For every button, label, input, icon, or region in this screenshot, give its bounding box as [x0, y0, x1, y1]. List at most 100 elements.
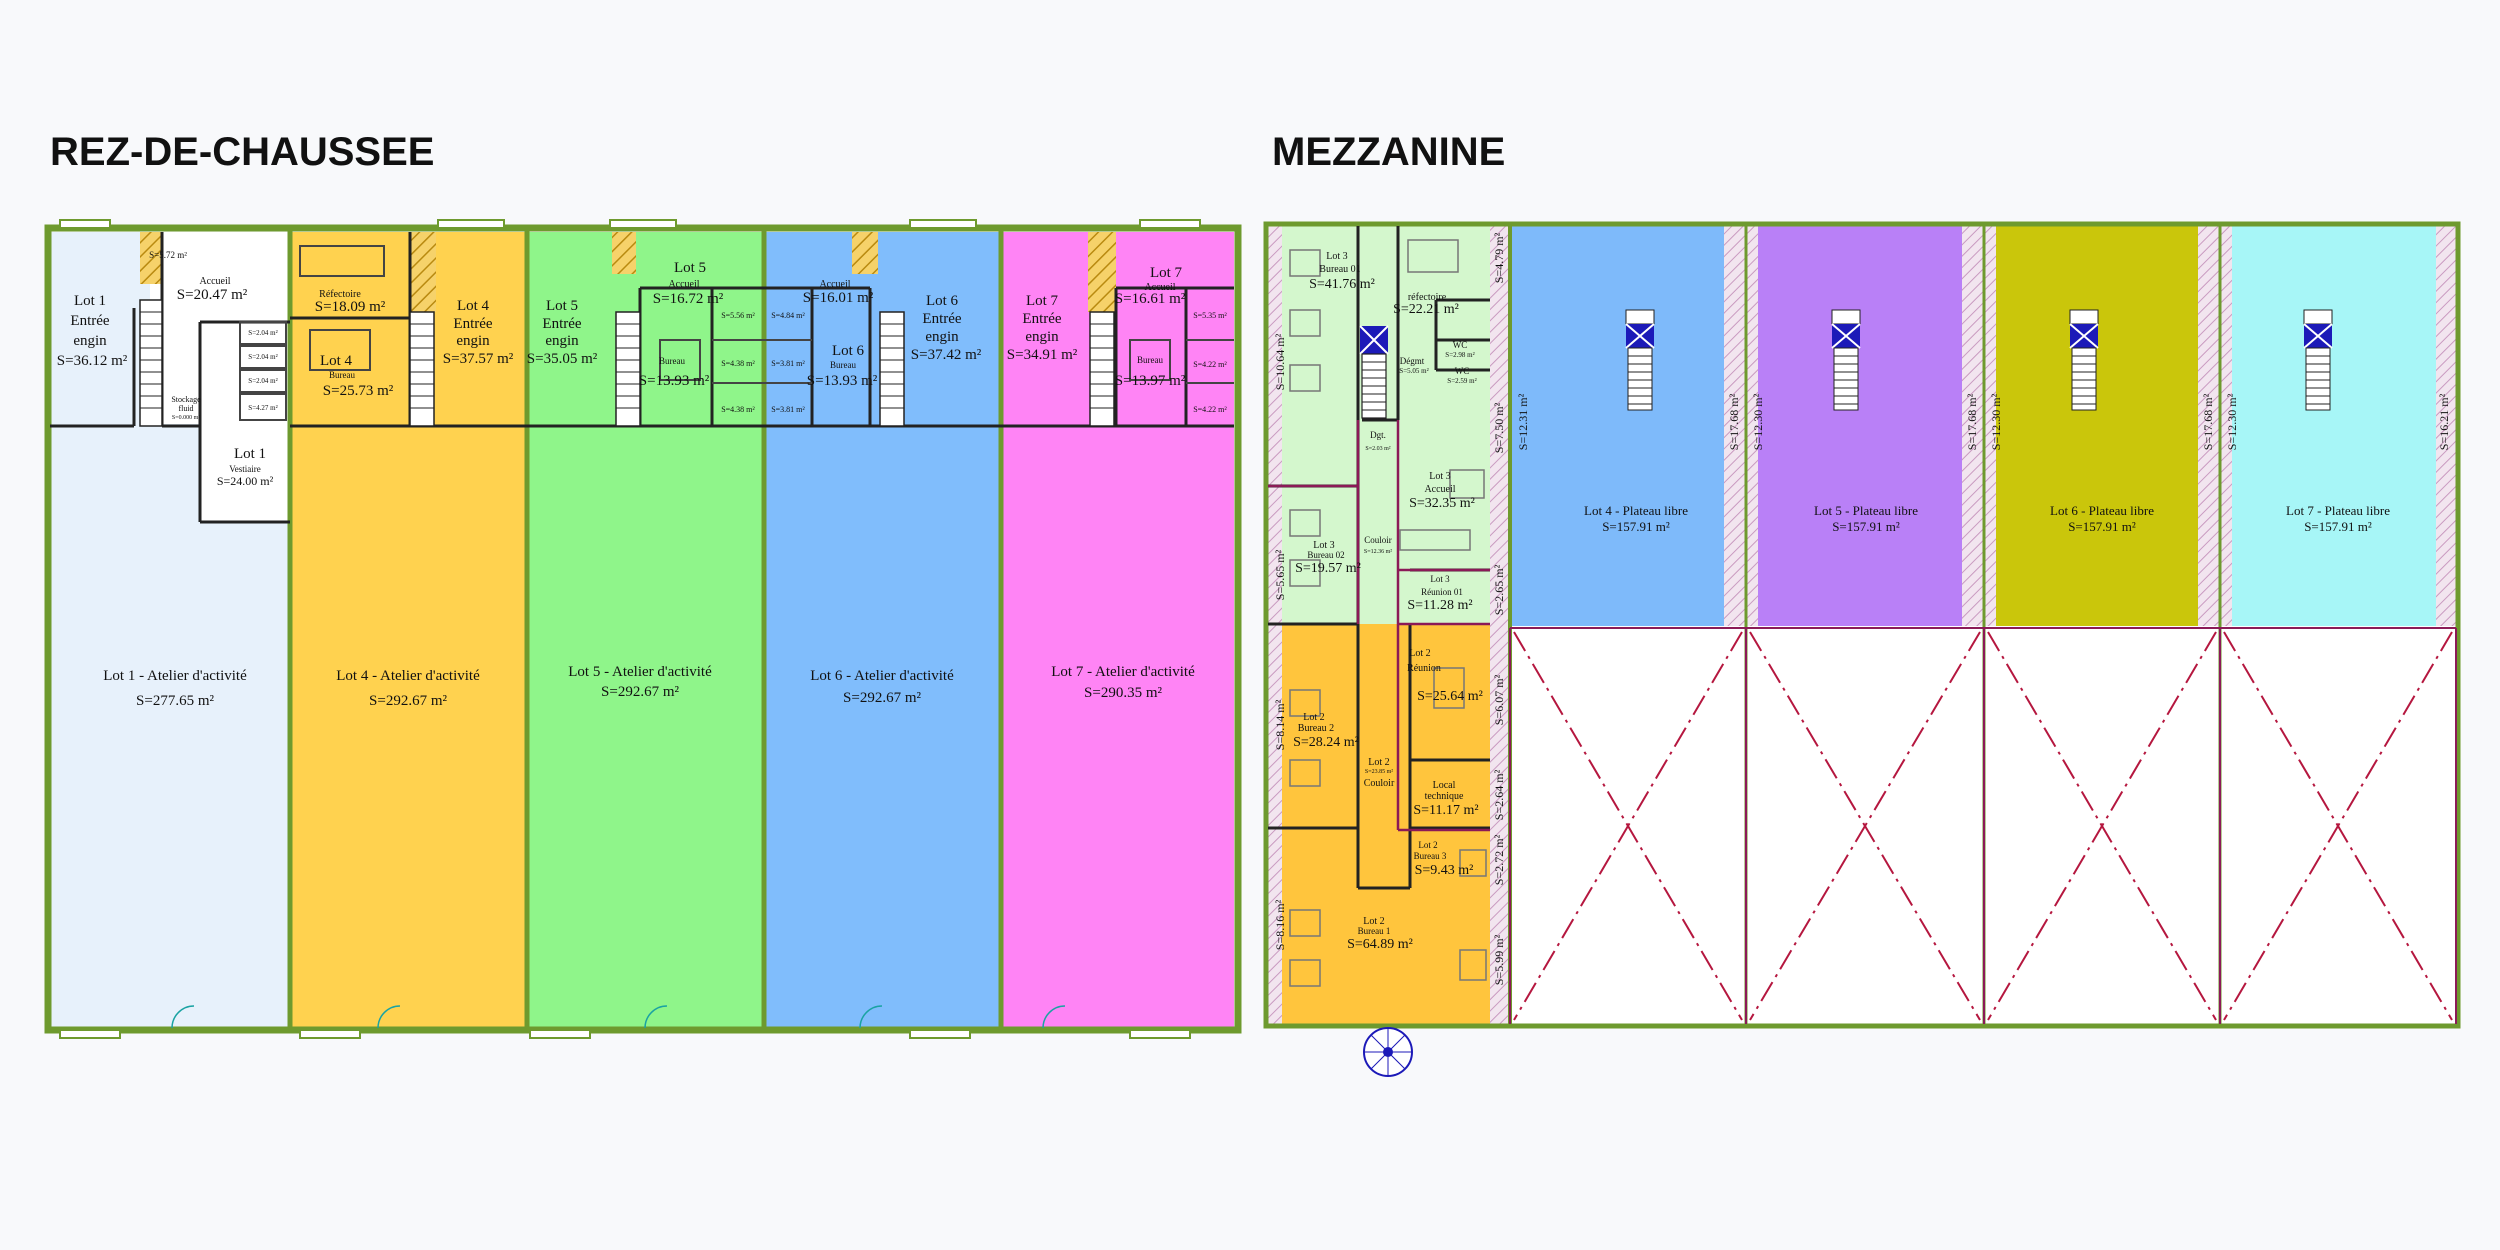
mez-dim-left-1: S=10.64 m²	[1273, 333, 1287, 390]
rdc-lot1-small-3: S=2.04 m²	[248, 377, 277, 385]
mez-lot3-bureau02-lot: Lot 3	[1313, 540, 1334, 551]
rdc-lot7-accueil-label: Accueil	[1144, 282, 1175, 293]
rdc-lot6-entree-lot: Lot 6	[926, 293, 959, 309]
mez-local-technique-label: Local	[1433, 780, 1456, 791]
mez-local-technique-sub: technique	[1425, 791, 1464, 802]
mez-dim-plateau-7: S=12.30 m²	[2225, 393, 2239, 450]
rdc-lot6-atelier-label: Lot 6 - Atelier d'activité	[810, 668, 954, 684]
rdc-lot5-accueil-area: S=16.72 m²	[653, 291, 724, 307]
mez-dim-left-4: S=8.16 m²	[1273, 899, 1287, 950]
rdc-lot5-small-2: S=4.38 m²	[721, 359, 755, 368]
rdc-lot7-accueil-area: S=16.61 m²	[1115, 291, 1186, 307]
rdc-lot5-area	[527, 232, 764, 1028]
rdc-lot1-stockage-sub: fluid	[178, 404, 193, 413]
mez-dim-left-3: S=8.14 m²	[1273, 699, 1287, 750]
rdc-lot1-atelier-area: S=277.65 m²	[136, 693, 214, 709]
mez-lot2-area	[1268, 624, 1508, 1024]
mez-lot3-area	[1268, 226, 1508, 624]
rdc-lot4-entree-lot: Lot 4	[457, 298, 490, 314]
rdc-lot7-bureau-label: Bureau	[1137, 355, 1163, 365]
mez-lot2-bureau1-area: S=64.89 m²	[1347, 937, 1413, 952]
rdc-lot5-small-1: S=5.56 m²	[721, 311, 755, 320]
rdc-lot4-entree-area: S=37.57 m²	[443, 351, 514, 367]
mez-lot6-plateau-area: S=157.91 m²	[2068, 519, 2136, 534]
rdc-lot5-small-3: S=4.38 m²	[721, 405, 755, 414]
rdc-lot7-atelier-area: S=290.35 m²	[1084, 685, 1162, 701]
rdc-lot5-entree-sub1: Entrée	[542, 316, 581, 332]
mez-lot2-bureau1-lot: Lot 2	[1363, 916, 1384, 927]
mez-refectoire-label: réfectoire	[1408, 292, 1447, 303]
mez-lot2-bureau2-label: Bureau 2	[1298, 723, 1334, 734]
rdc-lot6-bureau-area: S=13.93 m²	[807, 373, 878, 389]
rdc-lot6-accueil-area: S=16.01 m²	[803, 290, 874, 306]
mez-stairs	[1359, 325, 1389, 419]
rdc-lot6-atelier-area: S=292.67 m²	[843, 690, 921, 706]
mez-dim-plateau-8: S=16.21 m²	[2437, 393, 2451, 450]
mez-dim-mid-2: S=7.50 m²	[1492, 402, 1506, 453]
rdc-lot4-entree-sub2: engin	[456, 333, 490, 349]
rdc-lot7-accueil-lot: Lot 7	[1150, 265, 1183, 281]
mez-lot2-reunion-area: S=25.64 m²	[1417, 689, 1483, 704]
mez-lot4-plateau-label: Lot 4 - Plateau libre	[1584, 503, 1688, 518]
rdc-lot1-small-2: S=2.04 m²	[248, 353, 277, 361]
mez-lot7-plateau-area: S=157.91 m²	[2304, 519, 2372, 534]
mez-lot6-plateau-label: Lot 6 - Plateau libre	[2050, 503, 2154, 518]
rdc-lot6-small-3: S=3.81 m²	[771, 405, 805, 414]
mez-lot3-accueil-lot: Lot 3	[1429, 471, 1450, 482]
rdc-lot4-entree-sub1: Entrée	[453, 316, 492, 332]
mez-lot2-bureau3-lot: Lot 2	[1418, 840, 1437, 850]
rdc-lot7-entree-sub2: engin	[1025, 329, 1059, 345]
rdc-lot6-bureau-label: Bureau	[830, 360, 856, 370]
mez-dim-mid-6: S=2.72 m²	[1492, 834, 1506, 885]
rdc-lot4-bureau-area: S=25.73 m²	[323, 383, 394, 399]
rdc-lot6-accueil-label: Accueil	[819, 279, 850, 290]
rdc-lot7-entree-area: S=34.91 m²	[1007, 347, 1078, 363]
plateau-stairs	[1625, 309, 2333, 411]
mez-refectoire-area: S=22.21 m²	[1393, 302, 1459, 317]
rdc-lot5-entree-area: S=35.05 m²	[527, 351, 598, 367]
rdc-lot1-small-1: S=2.04 m²	[248, 329, 277, 337]
rdc-lot6-small-2: S=3.81 m²	[771, 359, 805, 368]
rdc-lot7-bureau-area: S=13.97 m²	[1115, 373, 1186, 389]
rdc-lot5-bureau-label: Bureau	[659, 356, 685, 366]
mez-lot3-bureau02-area: S=19.57 m²	[1295, 561, 1361, 576]
mez-local-technique-area: S=11.17 m²	[1413, 803, 1478, 818]
mez-dim-plateau-1: S=12.31 m²	[1516, 393, 1530, 450]
mez-dim-mid-4: S=6.07 m²	[1492, 674, 1506, 725]
rdc-title: REZ-DE-CHAUSSEE	[50, 130, 435, 174]
rdc-lot1-accueil-label: Accueil	[199, 276, 230, 287]
mez-dgt-label: Dgt.	[1370, 430, 1386, 440]
mez-couloir1-label: Couloir	[1364, 535, 1392, 545]
mez-lot3-bureau01-label: Bureau 01	[1319, 264, 1360, 275]
mez-lot2-couloir-area: S=23.85 m²	[1365, 769, 1393, 775]
rdc-lot1-wc-area: S=5.72 m²	[149, 250, 187, 260]
mezzanine-plan: Lot 3 Bureau 01 S=41.76 m² réfectoire S=…	[1263, 221, 2461, 1077]
mez-lot5-plateau-label: Lot 5 - Plateau libre	[1814, 503, 1918, 518]
mez-dim-plateau-4: S=17.68 m²	[1965, 393, 1979, 450]
mez-lot5-plateau-area: S=157.91 m²	[1832, 519, 1900, 534]
mez-dgt-area: S=2.03 m²	[1365, 446, 1390, 452]
rdc-lot7-entree-sub1: Entrée	[1022, 311, 1061, 327]
rdc-lot6-entree-sub1: Entrée	[922, 311, 961, 327]
rdc-lot1-small-4: S=4.27 m²	[248, 404, 277, 412]
mez-wc2-area: S=2.59 m²	[1447, 377, 1476, 385]
mez-dim-left-2: S=5.65 m²	[1273, 549, 1287, 600]
mez-dim-plateau-5: S=12.30 m²	[1989, 393, 2003, 450]
mez-lot2-reunion-lot: Lot 2	[1409, 648, 1430, 659]
rdc-lot4-bureau-label: Bureau	[329, 370, 355, 380]
mez-lot5-plateau	[1746, 226, 1984, 626]
rdc-lot6-bureau-lot: Lot 6	[832, 343, 865, 359]
rdc-lot6-entree-area: S=37.42 m²	[911, 347, 982, 363]
mez-lot3-reunion01-label: Réunion 01	[1421, 587, 1463, 597]
spiral-stair	[1363, 1027, 1413, 1077]
mez-degmt-area: S=5.05 m²	[1399, 367, 1428, 375]
mez-wc1-label: WC	[1453, 340, 1468, 350]
mez-lot2-bureau2-area: S=28.24 m²	[1293, 735, 1359, 750]
mez-degmt-label: Dégmt	[1400, 356, 1425, 366]
mez-dim-plateau-3: S=12.30 m²	[1751, 393, 1765, 450]
mez-wc1-area: S=2.98 m²	[1445, 351, 1474, 359]
mez-lot6-plateau	[1984, 226, 2220, 626]
mez-lot2-bureau2-lot: Lot 2	[1303, 712, 1324, 723]
rdc-lot1-atelier-label: Lot 1 - Atelier d'activité	[103, 668, 247, 684]
